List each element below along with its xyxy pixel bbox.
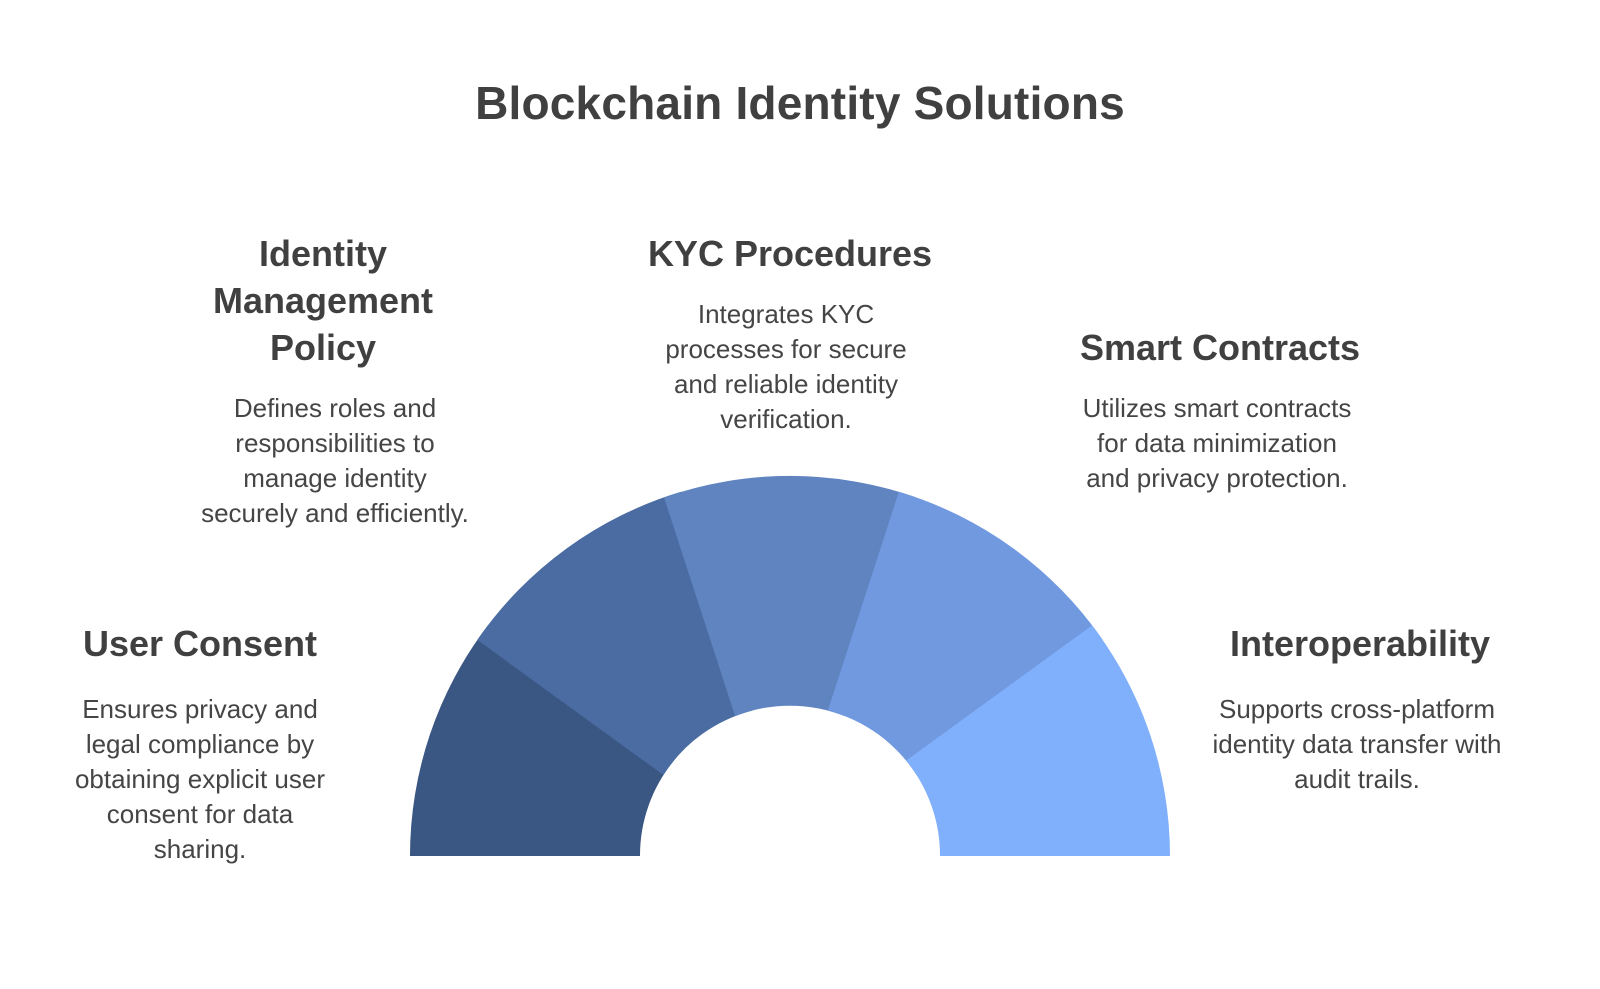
kyc-heading: KYC Procedures [647,233,933,274]
interoperability-heading: Interoperability [1229,623,1491,664]
smart-contracts-description: Utilizes smart contracts for data minimi… [1034,391,1400,496]
user-consent-block: User Consent Ensures privacy and legal c… [40,620,360,867]
kyc-description: Integrates KYC processes for secure and … [592,297,980,437]
desc-line: Integrates KYC [697,299,875,329]
user-consent-heading: User Consent [82,623,318,664]
kyc-block: KYC Procedures Integrates KYC processes … [600,230,980,437]
desc-line: manage identity [243,463,427,493]
heading-line: Policy [269,327,377,368]
desc-line: and reliable identity [673,369,899,399]
desc-line: securely and efficiently. [201,498,469,528]
desc-line: Utilizes smart contracts [1082,393,1352,423]
segment-smart-contracts [827,491,1103,776]
desc-line: verification. [720,404,852,434]
identity-policy-heading: Identity Management Policy [158,230,488,371]
desc-line: sharing. [153,834,247,864]
heading-line: Management [212,280,434,321]
segment-identity-policy [477,491,753,776]
interoperability-block: Interoperability Supports cross-platform… [1190,620,1530,797]
desc-line: responsibilities to [235,428,435,458]
desc-line: obtaining explicit user [74,764,326,794]
desc-line: audit trails. [1294,764,1420,794]
smart-contracts-block: Smart Contracts Utilizes smart contracts… [1040,324,1400,496]
smart-contracts-heading: Smart Contracts [1079,327,1361,368]
identity-policy-block: Identity Management Policy Defines roles… [170,230,500,531]
desc-line: Supports cross-platform [1219,694,1495,724]
desc-line: identity data transfer with [1212,729,1502,759]
desc-line: Ensures privacy and [82,694,318,724]
desc-line: for data minimization [1097,428,1337,458]
desc-line: Defines roles and [233,393,437,423]
desc-line: consent for data [106,799,294,829]
heading-line: Identity [258,233,387,274]
identity-policy-description: Defines roles and responsibilities to ma… [170,391,500,531]
desc-line: and privacy protection. [1086,463,1348,493]
user-consent-description: Ensures privacy and legal compliance by … [40,692,360,867]
desc-line: processes for secure [665,334,907,364]
diagram-title: Blockchain Identity Solutions [475,77,1125,129]
interoperability-description: Supports cross-platform identity data tr… [1184,692,1530,797]
segment-user-consent [410,625,674,856]
desc-line: legal compliance by [85,729,315,759]
segment-interoperability [906,625,1170,856]
